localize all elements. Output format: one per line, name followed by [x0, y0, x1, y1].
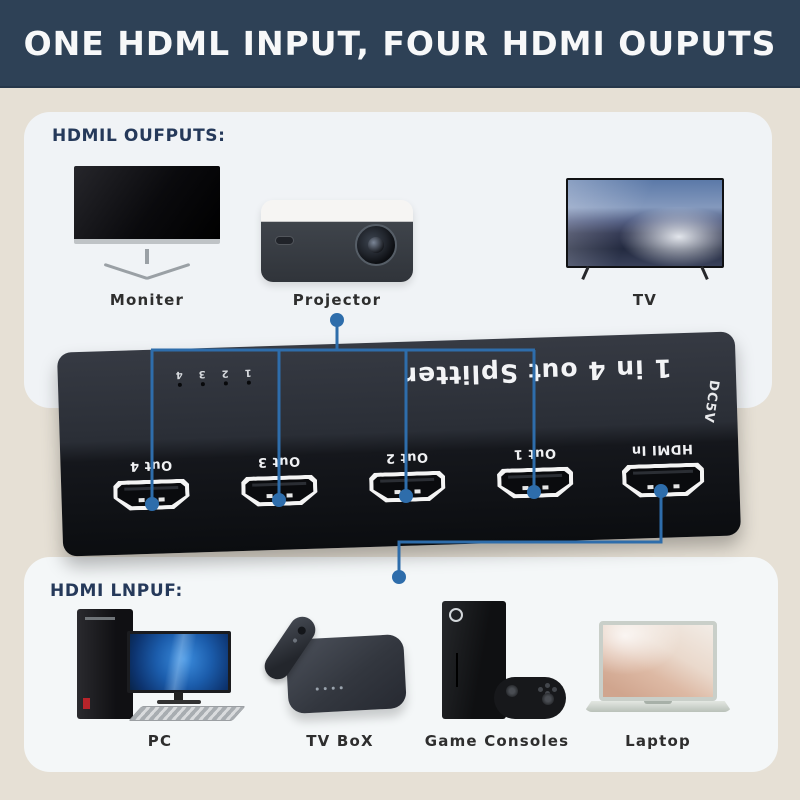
output-device-monitor: Moniter [62, 156, 232, 309]
outputs-header: HDMIL OUFPUTS: [52, 126, 226, 146]
laptop-base [584, 701, 732, 712]
input-device-pc: PC [75, 603, 246, 750]
input-device-tv-box: TV BoX [255, 603, 425, 750]
input-device-game-consoles: Game Consoles [412, 601, 582, 750]
monitor-label: Moniter [109, 291, 185, 309]
hdmi-port-icon [497, 467, 574, 499]
monitor-illustration [72, 166, 222, 282]
laptop-screen [599, 621, 717, 701]
led-dot [223, 381, 228, 386]
splitter-title: 1 in 4 out Splitter [403, 353, 673, 391]
hdmi-port-icon [241, 475, 318, 507]
pc-illustration [75, 605, 246, 723]
game-consoles-illustration [412, 601, 582, 723]
pc-tower [77, 609, 133, 719]
input-device-laptop: Laptop [573, 603, 743, 750]
projector-illustration [261, 200, 413, 282]
tv-illustration [566, 178, 724, 282]
tv-box-illustration [255, 611, 425, 723]
port-out-4: Out 4 [105, 456, 197, 511]
led-dot [200, 382, 205, 387]
port-hdmi-in: HDMI In [617, 440, 709, 498]
hdmi-port-icon [622, 462, 705, 498]
led-indicators: 1 2 3 4 [176, 367, 252, 387]
banner-title: ONE HDML INPUT, FOUR HDMI OUPUTS [23, 23, 777, 63]
tv-box-label: TV BoX [306, 732, 374, 750]
keyboard [128, 706, 246, 721]
pc-screen [127, 631, 231, 693]
port-out-1: Out 1 [489, 444, 581, 499]
projector-label: Projector [292, 291, 382, 309]
laptop-label: Laptop [625, 732, 691, 750]
led-dot [177, 382, 182, 387]
pc-label: PC [147, 732, 173, 750]
game-consoles-label: Game Consoles [424, 732, 570, 750]
monitor-screen [74, 166, 220, 244]
game-controller [494, 677, 566, 719]
tv-screen [566, 178, 724, 268]
hdmi-inputs-card: HDMI LNPUF: PC TV BoX [24, 557, 778, 772]
output-device-projector: Projector [252, 156, 422, 309]
port-out-3: Out 3 [233, 452, 325, 507]
projector-lens [355, 224, 397, 266]
port-out-2: Out 2 [361, 448, 453, 503]
laptop-illustration [573, 613, 743, 723]
hdmi-port-icon [113, 479, 190, 511]
tv-label: TV [632, 291, 658, 309]
inputs-header: HDMI LNPUF: [50, 581, 183, 601]
title-banner: ONE HDML INPUT, FOUR HDMI OUPUTS [0, 0, 800, 88]
hdmi-splitter-device: 1 in 4 out Splitter 1 2 3 4 DC5V Out 4 O… [56, 331, 742, 557]
output-device-tv: TV [560, 156, 730, 309]
led-dot [246, 380, 251, 385]
hdmi-port-icon [369, 471, 446, 503]
